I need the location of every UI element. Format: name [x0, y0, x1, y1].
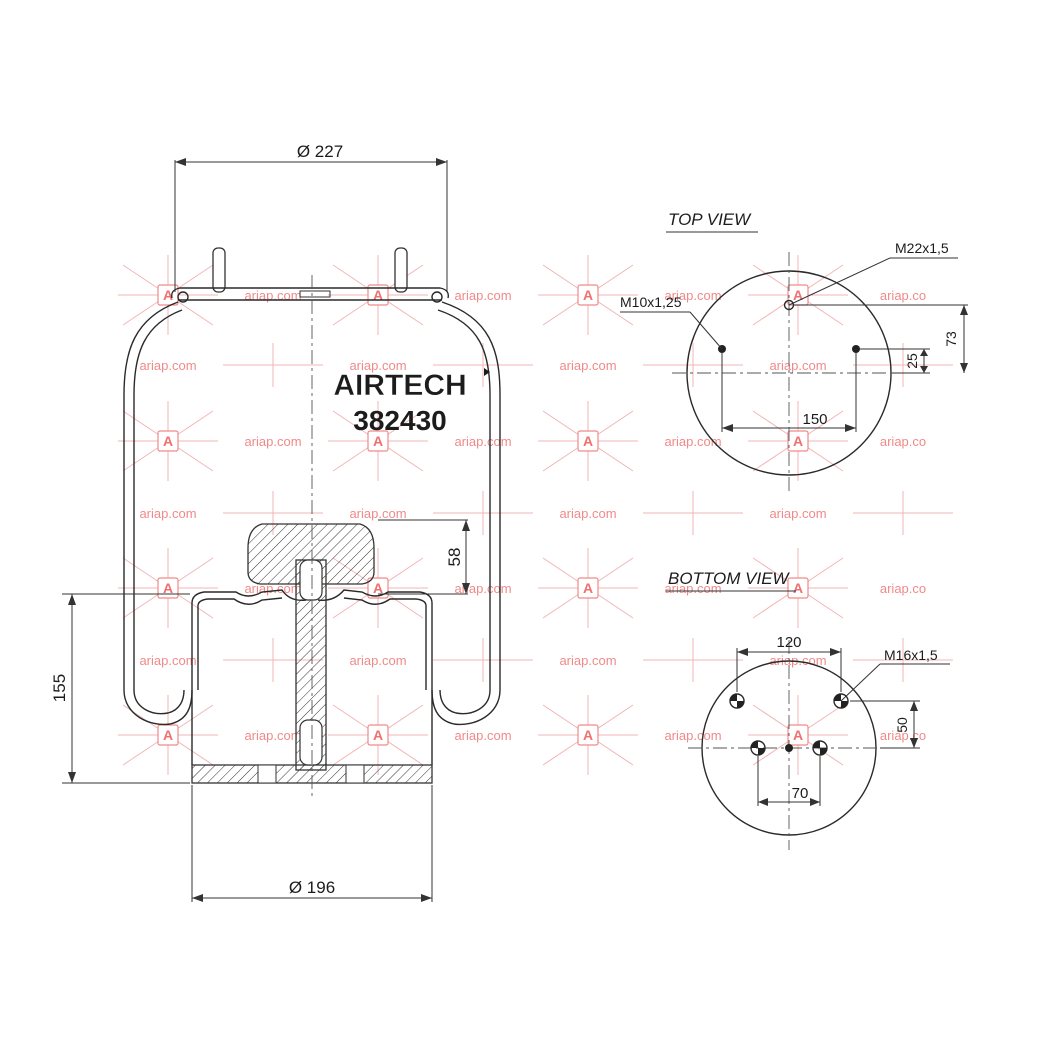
watermark-logo-letter: A [163, 433, 173, 449]
watermark-logo-letter: A [793, 580, 803, 596]
watermark-logo-letter: A [373, 433, 383, 449]
watermark-logo-letter: A [163, 580, 173, 596]
watermark-text: ariap.com [559, 358, 616, 373]
watermark-text: ariap.com [559, 506, 616, 521]
watermark-cross [643, 343, 743, 387]
watermark-text: ariap.com [139, 653, 196, 668]
top-diameter-label: Ø 227 [297, 142, 343, 161]
mounting-stud-left [212, 247, 226, 293]
side-section-view: Ø 227 AIRTEC [50, 142, 501, 902]
watermark-logo-letter: A [583, 727, 593, 743]
watermark-cross [643, 638, 743, 682]
watermark-logo [577, 284, 599, 306]
watermark-text: ariap.com [664, 728, 721, 743]
watermark-logo [157, 724, 179, 746]
watermark-text: ariap.com [454, 728, 511, 743]
bottom-hole-lower-right [812, 740, 828, 756]
watermark-logo [787, 430, 809, 452]
watermark-logo-letter: A [793, 287, 803, 303]
top-offset-large-label: 73 [943, 331, 959, 347]
top-view: TOP VIEW M22x1,5 M10x1,25 150 25 [620, 210, 968, 492]
top-side-thread-label: M10x1,25 [620, 294, 682, 310]
watermark-logo-letter: A [373, 287, 383, 303]
part-number: 382430 [353, 405, 446, 436]
watermark-logo [787, 724, 809, 746]
height-label: 155 [50, 674, 69, 702]
brand-logo-text: AIRTECH [333, 369, 466, 402]
watermark-logo [367, 724, 389, 746]
watermark-text: ariap.com [139, 506, 196, 521]
watermark-text: ariap.com [349, 506, 406, 521]
bottom-spacing-top-label: 120 [776, 634, 801, 651]
watermark-text: ariap.co [880, 434, 926, 449]
top-offset-small-label: 25 [904, 353, 920, 369]
watermark-text: ariap.com [244, 288, 301, 303]
watermark-cross [433, 491, 533, 535]
watermark-text: ariap.com [244, 728, 301, 743]
watermark-cross [223, 343, 323, 387]
bottom-center-hole [785, 744, 793, 752]
watermark-text: ariap.com [244, 434, 301, 449]
bottom-diameter-label: Ø 196 [289, 878, 335, 897]
bottom-hole-left [729, 693, 745, 709]
top-side-hole-right [852, 345, 860, 353]
watermark-logo-letter: A [583, 287, 593, 303]
top-center-thread-label: M22x1,5 [895, 240, 949, 256]
watermark-text: ariap.com [454, 288, 511, 303]
top-view-title: TOP VIEW [668, 210, 752, 229]
watermark-text: ariap.com [139, 358, 196, 373]
bottom-thread-label: M16x1,5 [884, 647, 938, 663]
watermark-logo-letter: A [793, 727, 803, 743]
watermark-cross [853, 638, 953, 682]
watermark-logo [367, 577, 389, 599]
bottom-spacing-bottom-label: 70 [792, 785, 809, 802]
watermark-cross [643, 491, 743, 535]
watermark-logo [157, 430, 179, 452]
watermark-logo-letter: A [373, 580, 383, 596]
watermark-text: ariap.com [244, 581, 301, 596]
bottom-view: BOTTOM VIEW [666, 569, 950, 850]
bottom-view-title: BOTTOM VIEW [668, 569, 791, 588]
watermark-logo-letter: A [583, 433, 593, 449]
top-bolt-spacing-label: 150 [802, 411, 827, 428]
watermark-logo [367, 430, 389, 452]
watermark-logo [157, 577, 179, 599]
bottom-hole-right [833, 693, 849, 709]
piston-height-label: 58 [445, 548, 464, 567]
watermark-text: ariap.co [880, 288, 926, 303]
watermark-logo-letter: A [373, 727, 383, 743]
watermark-text: ariap.com [349, 358, 406, 373]
watermark-logo [577, 430, 599, 452]
watermark-logo [787, 577, 809, 599]
watermark-text: ariap.com [664, 434, 721, 449]
watermark-cross [433, 638, 533, 682]
watermark-text: ariap.com [664, 288, 721, 303]
mounting-stud-right [394, 247, 408, 293]
watermark-logo-letter: A [583, 580, 593, 596]
watermark-text: ariap.co [880, 581, 926, 596]
watermark-text: ariap.com [769, 358, 826, 373]
watermark-cross [853, 491, 953, 535]
watermark-logo-letter: A [163, 727, 173, 743]
watermark-text: ariap.com [454, 434, 511, 449]
watermark-cross [853, 343, 953, 387]
watermark-text: ariap.com [349, 653, 406, 668]
watermark-logo-letter: A [163, 287, 173, 303]
watermark-logo [577, 577, 599, 599]
watermark-text: ariap.com [769, 506, 826, 521]
watermark-logo [577, 724, 599, 746]
bottom-hole-lower-left [750, 740, 766, 756]
watermark-logo-letter: A [793, 433, 803, 449]
bottom-offset-label: 50 [894, 717, 910, 733]
watermark-text: ariap.com [664, 581, 721, 596]
watermark-text: ariap.com [559, 653, 616, 668]
bumper-stop [247, 523, 375, 585]
